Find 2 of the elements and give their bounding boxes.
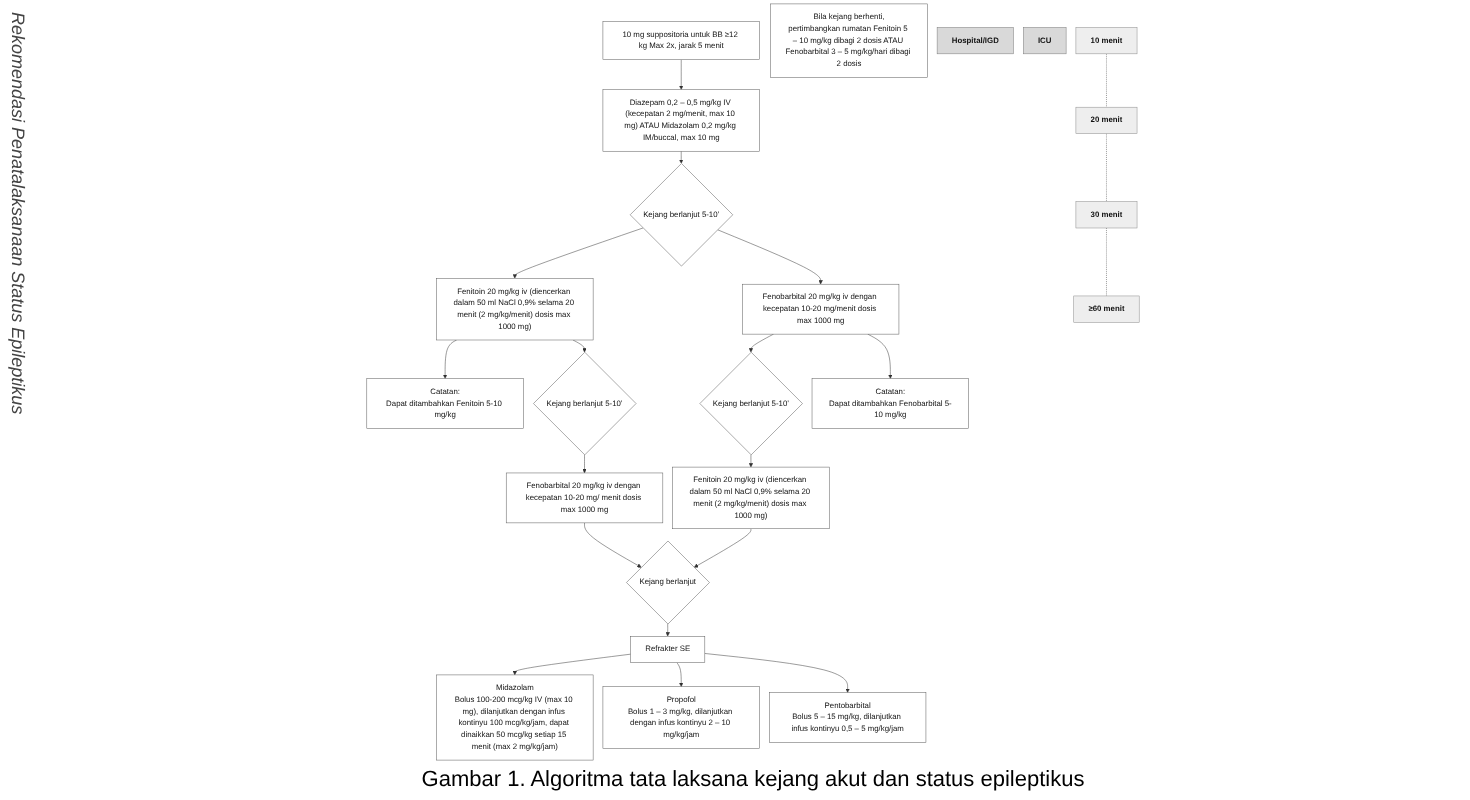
figure-caption: Gambar 1. Algoritma tata laksana kejang akut dan status epileptikus [421, 766, 1085, 796]
running-header: Rekomendasi Penatalaksanaan Status Epileptikus [8, 12, 28, 415]
